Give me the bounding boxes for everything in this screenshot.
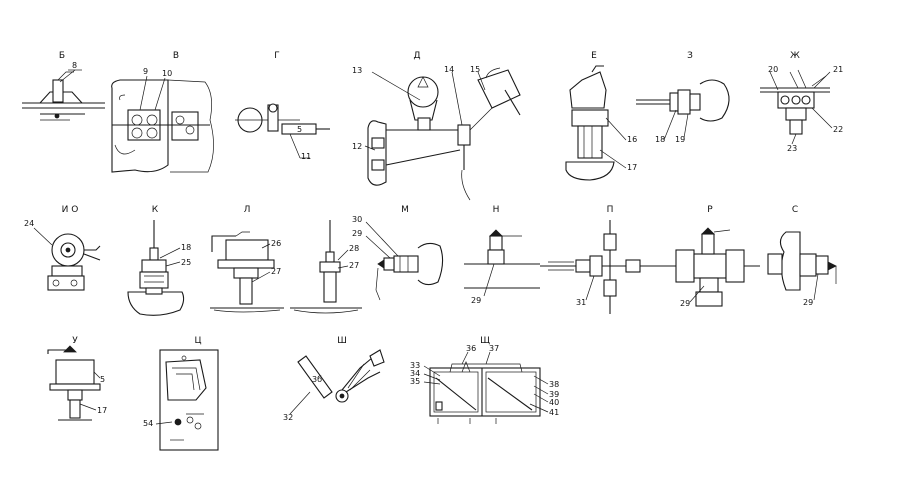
callout-13: 13 xyxy=(352,66,362,75)
callout-17b: 17 xyxy=(97,406,107,415)
callout-12: 12 xyxy=(352,142,362,151)
view-r-title: Р xyxy=(707,205,713,215)
callout-18b: 18 xyxy=(181,243,191,252)
view-r: Р 29 xyxy=(660,205,760,308)
callout-14: 14 xyxy=(444,65,454,74)
view-u: У 5 17 xyxy=(47,336,107,421)
callout-17a: 17 xyxy=(627,163,637,172)
callout-34: 34 xyxy=(410,369,420,378)
callout-18a: 18 xyxy=(655,135,665,144)
view-shch-title: Щ xyxy=(480,336,490,346)
callout-16: 16 xyxy=(627,135,637,144)
callout-27a: 27 xyxy=(271,267,281,276)
view-s: С 29 xyxy=(767,205,837,307)
callout-9: 9 xyxy=(143,67,148,76)
view-p: П 31 xyxy=(540,205,660,314)
callout-29n: 29 xyxy=(471,296,481,305)
callout-29m: 29 xyxy=(352,229,362,238)
view-l-title: Л xyxy=(244,205,251,215)
callout-31: 31 xyxy=(576,298,586,307)
callout-33: 33 xyxy=(410,361,420,370)
callout-15: 15 xyxy=(470,65,480,74)
callout-41: 41 xyxy=(549,408,559,417)
view-n: Н 29 xyxy=(464,205,540,305)
callout-39: 39 xyxy=(549,390,559,399)
view-z-title: З xyxy=(687,51,693,61)
view-z: З 18 19 xyxy=(636,51,730,144)
callout-10: 10 xyxy=(162,69,172,78)
view-zh: Ж 20 21 22 23 xyxy=(760,51,843,153)
callout-20: 20 xyxy=(768,65,778,74)
callout-35: 35 xyxy=(410,377,420,386)
view-sh-title: Ш xyxy=(337,336,347,346)
view-k: К 18 25 xyxy=(127,205,191,316)
callout-26: 26 xyxy=(271,239,281,248)
callout-24: 24 xyxy=(24,219,34,228)
view-n-title: Н xyxy=(493,205,500,215)
view-g: Г 5 11 xyxy=(235,51,330,161)
sh-bar-label: 3б xyxy=(312,375,322,384)
view-b-title: Б xyxy=(59,51,65,61)
callout-21: 21 xyxy=(833,65,843,74)
view-e-title: Е xyxy=(591,51,597,61)
view-b: Б 8 xyxy=(22,51,105,121)
view-v: В 9 10 xyxy=(111,51,214,173)
view-g-title: Г xyxy=(274,51,280,61)
view-ts-title: Ц xyxy=(195,336,202,346)
callout-29s: 29 xyxy=(803,298,813,307)
view-m-title: М xyxy=(401,205,409,215)
view-k-title: К xyxy=(152,205,159,215)
callout-8: 8 xyxy=(72,61,77,70)
callout-32: 32 xyxy=(283,413,293,422)
view-d: Д 12 13 14 15 xyxy=(352,51,521,201)
callout-25: 25 xyxy=(181,258,191,267)
view-v-title: В xyxy=(173,51,179,61)
view-m-stand: 28 27 xyxy=(290,220,362,314)
callout-19: 19 xyxy=(675,135,685,144)
callout-11: 11 xyxy=(301,152,311,161)
view-zh-title: Ж xyxy=(790,51,800,61)
callout-36: 36 xyxy=(466,344,476,353)
view-io-title: И О xyxy=(62,205,79,215)
view-shch: Щ 33 34 35 36 37 38 39 40 41 xyxy=(410,336,559,424)
view-sh: Ш 3б 32 xyxy=(283,336,385,422)
g-bar-label: 5 xyxy=(297,125,302,134)
view-s-title: С xyxy=(792,205,798,215)
callout-22: 22 xyxy=(833,125,843,134)
view-e: Е 16 17 xyxy=(565,51,637,181)
view-u-title: У xyxy=(72,336,78,346)
callout-30: 30 xyxy=(352,215,362,224)
callout-27b: 27 xyxy=(349,261,359,270)
view-d-title: Д xyxy=(413,51,420,61)
callout-40: 40 xyxy=(549,398,559,407)
callout-37: 37 xyxy=(489,344,499,353)
callout-54: 54 xyxy=(143,419,153,428)
view-ts: Ц 54 xyxy=(143,336,219,451)
callout-38: 38 xyxy=(549,380,559,389)
callout-5: 5 xyxy=(100,375,105,384)
view-m: М 30 29 xyxy=(352,205,444,301)
view-io: И О 24 xyxy=(24,205,101,291)
view-l: Л 26 27 xyxy=(210,205,284,313)
callout-28: 28 xyxy=(349,244,359,253)
callout-23: 23 xyxy=(787,144,797,153)
callout-29r: 29 xyxy=(680,299,690,308)
view-p-title: П xyxy=(607,205,614,215)
